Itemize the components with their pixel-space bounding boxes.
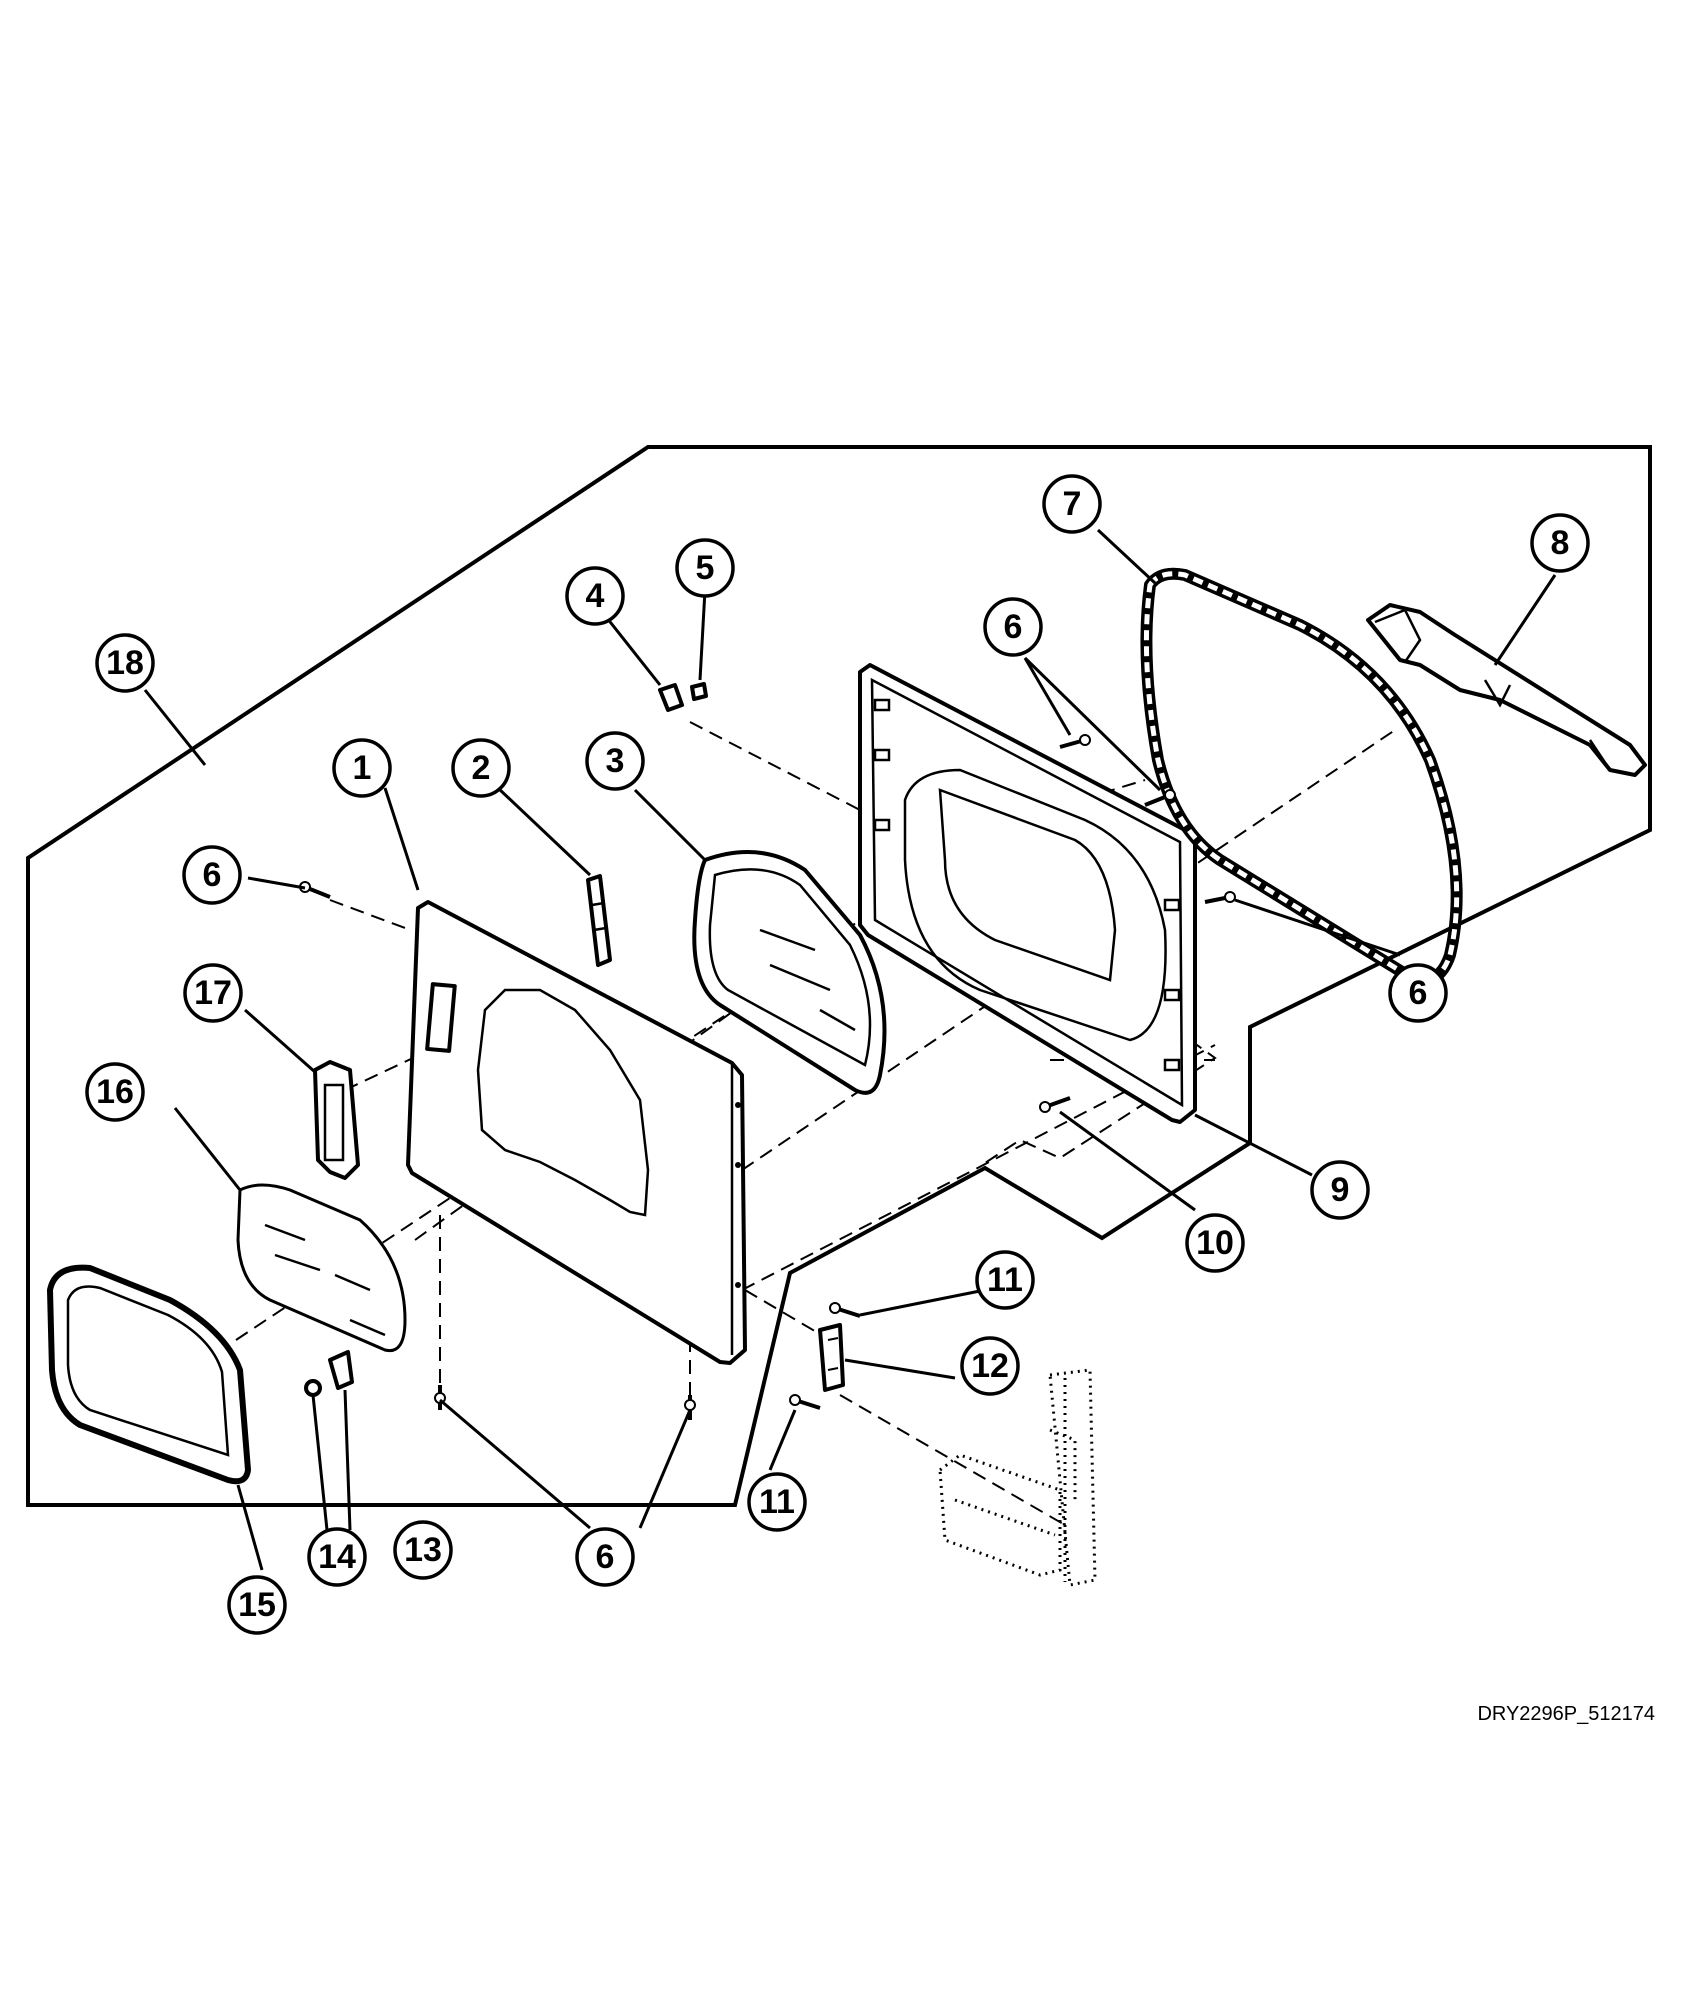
catch-nut-part (304, 1379, 322, 1397)
door-glass-part (236, 1183, 407, 1353)
callout-11-top: 11 (975, 1250, 1035, 1310)
svg-text:11: 11 (987, 1261, 1023, 1299)
callout-16: 16 (85, 1062, 145, 1122)
callout-2: 2 (451, 738, 511, 798)
svg-text:6: 6 (1004, 608, 1023, 646)
svg-text:6: 6 (203, 856, 222, 894)
svg-text:6: 6 (596, 1538, 615, 1576)
door-trim-ring-part (692, 850, 887, 1095)
svg-text:12: 12 (971, 1347, 1009, 1385)
callout-6-top: 6 (983, 597, 1043, 657)
svg-text:15: 15 (238, 1586, 276, 1624)
svg-text:18: 18 (106, 644, 144, 682)
callout-6-right: 6 (1388, 963, 1448, 1023)
svg-text:7: 7 (1063, 485, 1082, 523)
svg-text:1: 1 (353, 749, 372, 787)
svg-text:2: 2 (472, 749, 491, 787)
reference-code: DRY2296P_512174 (1477, 1703, 1655, 1725)
callout-17: 17 (183, 963, 243, 1023)
callout-13: 13 (393, 1520, 453, 1580)
leader-lines (143, 528, 1557, 1571)
svg-text:9: 9 (1331, 1171, 1350, 1209)
svg-text:3: 3 (606, 742, 625, 780)
callout-14: 14 (307, 1527, 367, 1587)
callout-11-bottom: 11 (747, 1472, 807, 1532)
svg-text:8: 8 (1551, 524, 1570, 562)
callout-5: 5 (675, 538, 735, 598)
door-panel-part (406, 900, 747, 1365)
callout-4: 4 (565, 566, 625, 626)
svg-text:14: 14 (318, 1538, 356, 1576)
svg-text:11: 11 (759, 1483, 795, 1521)
callout-18: 18 (95, 633, 155, 693)
svg-text:10: 10 (1196, 1224, 1234, 1262)
callout-6-bottom: 6 (575, 1527, 635, 1587)
clip-nut-part (690, 682, 708, 701)
callout-15: 15 (227, 1575, 287, 1635)
door-bezel-part (47, 1264, 251, 1485)
svg-text:17: 17 (194, 974, 232, 1012)
inner-door-frame-part (858, 663, 1197, 1124)
svg-text:6: 6 (1409, 974, 1428, 1012)
door-catch-part (328, 1350, 354, 1390)
cabinet-frame-reference (938, 1368, 1097, 1587)
callout-7: 7 (1042, 474, 1102, 534)
svg-text:16: 16 (96, 1073, 134, 1111)
callout-6-left: 6 (182, 845, 242, 905)
callout-8: 8 (1530, 513, 1590, 573)
strike-plate-part (313, 1060, 360, 1180)
callout-3: 3 (585, 731, 645, 791)
hinge-part (818, 1323, 845, 1392)
callout-1: 1 (332, 738, 392, 798)
svg-text:5: 5 (696, 549, 715, 587)
svg-text:4: 4 (586, 577, 605, 615)
door-gasket-part (1140, 567, 1463, 987)
assembly-boundary (26, 445, 1652, 1507)
door-handle-part (1366, 603, 1647, 777)
callout-10: 10 (1185, 1213, 1245, 1273)
latch-bracket-part (586, 874, 612, 967)
svg-text:13: 13 (404, 1531, 442, 1569)
callout-12: 12 (960, 1336, 1020, 1396)
callout-9: 9 (1310, 1160, 1370, 1220)
clip-part (658, 683, 684, 712)
